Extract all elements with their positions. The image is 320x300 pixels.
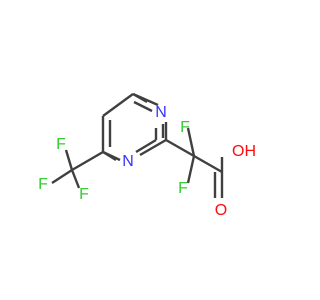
chemical-structure: N N F F F F F OH O xyxy=(38,92,256,219)
bond-c5-c6 xyxy=(102,93,134,117)
bonds xyxy=(51,92,224,198)
bond-cf2-f-top xyxy=(186,127,196,157)
bond-c2-n3 xyxy=(135,138,157,154)
atom-f3: F xyxy=(79,186,89,203)
bond-c2-cf2 xyxy=(165,138,195,158)
atom-f1: F xyxy=(56,136,66,153)
atom-f2: F xyxy=(38,176,48,193)
atom-o: O xyxy=(215,202,227,219)
bond-cf3-f-bottom xyxy=(70,169,81,189)
bond-cf2-f-bottom xyxy=(186,155,196,184)
bond-cf3-f-left xyxy=(51,168,73,185)
atom-f4: F xyxy=(180,119,190,136)
bond-c2-n3-ring xyxy=(139,138,167,157)
bond-c6-n1-ring-inner xyxy=(133,100,153,113)
atom-oh: OH xyxy=(232,143,256,160)
atom-f5: F xyxy=(178,180,188,197)
atom-labels: N N F F F F F OH O xyxy=(38,104,256,219)
atom-n3: N xyxy=(122,153,134,170)
bond-n3-c4-ring xyxy=(102,150,121,162)
bond-c4-cf3 xyxy=(71,150,104,172)
bond-cf3-f-top xyxy=(64,149,74,171)
bond-c6-n1-ring xyxy=(132,92,159,107)
bond-cf2-cooh xyxy=(193,154,223,174)
atom-n1: N xyxy=(155,104,167,121)
